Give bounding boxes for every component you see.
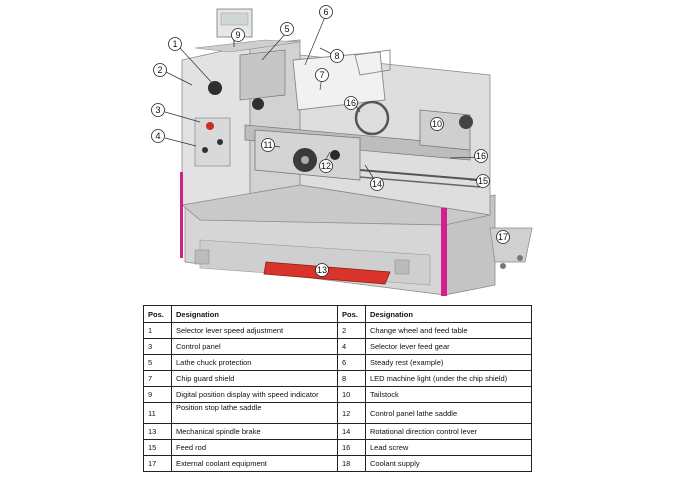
table-row: 5 Lathe chuck protection 6 Steady rest (… <box>143 354 532 371</box>
table-row: 7 Chip guard shield 8 LED machine light … <box>143 370 532 387</box>
svg-text:5: 5 <box>284 24 289 34</box>
designation-cell: Tailstock <box>365 386 532 403</box>
pos-cell: 13 <box>143 423 172 440</box>
table-row: 13 Mechanical spindle brake 14 Rotationa… <box>143 423 532 440</box>
designation-cell: Coolant supply <box>365 455 532 472</box>
designation-cell: Selector lever feed gear <box>365 338 532 355</box>
pos-cell: 15 <box>143 439 172 456</box>
callout-17: 17 <box>496 230 510 244</box>
callout-2: 2 <box>153 63 167 77</box>
callout-15: 15 <box>476 174 490 188</box>
designation-cell: Lead screw <box>365 439 532 456</box>
callout-4: 4 <box>151 129 165 143</box>
svg-text:11: 11 <box>263 140 272 150</box>
svg-text:17: 17 <box>498 232 508 242</box>
svg-text:6: 6 <box>323 7 328 17</box>
callout-8: 8 <box>330 49 344 63</box>
pos-cell: 16 <box>337 439 366 456</box>
svg-text:9: 9 <box>235 30 240 40</box>
pos-cell: 14 <box>337 423 366 440</box>
callout-1: 1 <box>168 37 182 51</box>
header-pos: Pos. <box>337 305 366 323</box>
callout-10: 10 <box>430 117 444 131</box>
designation-cell: Position stop lathe saddle <box>171 402 338 424</box>
designation-table: Pos. Designation Pos. Designation 1 Sele… <box>143 305 532 472</box>
pos-cell: 5 <box>143 354 172 371</box>
svg-text:1: 1 <box>172 39 177 49</box>
callout-markers: 1 2 3 4 5 6 7 8 9 10 11 12 13 14 15 16 1… <box>151 5 510 277</box>
table-row: 9 Digital position display with speed in… <box>143 386 532 403</box>
designation-cell: Steady rest (example) <box>365 354 532 371</box>
svg-text:16: 16 <box>476 151 486 161</box>
svg-text:14: 14 <box>372 179 382 189</box>
designation-cell: LED machine light (under the chip shield… <box>365 370 532 387</box>
designation-cell: Feed rod <box>171 439 338 456</box>
table-row: 17 External coolant equipment 18 Coolant… <box>143 455 532 472</box>
callout-7: 7 <box>315 68 329 82</box>
callout-14: 14 <box>370 177 384 191</box>
callout-11: 11 <box>261 138 275 152</box>
designation-cell: Selector lever speed adjustment <box>171 322 338 339</box>
callout-9: 9 <box>231 28 245 42</box>
svg-text:3: 3 <box>155 105 160 115</box>
lathe-illustration: 1 2 3 4 5 6 7 8 9 10 11 12 13 14 15 16 1… <box>151 5 533 296</box>
svg-text:8: 8 <box>334 51 339 61</box>
svg-text:12: 12 <box>321 161 331 171</box>
coolant-tray <box>489 227 533 269</box>
table-row: 15 Feed rod 16 Lead screw <box>143 439 532 456</box>
svg-text:10: 10 <box>432 119 442 129</box>
table-row: 11 Position stop lathe saddle 12 Control… <box>143 402 532 424</box>
svg-text:7: 7 <box>319 70 324 80</box>
callout-13: 13 <box>315 263 329 277</box>
callout-16a: 16 <box>474 149 488 163</box>
pos-cell: 6 <box>337 354 366 371</box>
lathe-body <box>180 8 491 296</box>
header-designation: Designation <box>171 305 338 323</box>
pos-cell: 1 <box>143 322 172 339</box>
pos-cell: 7 <box>143 370 172 387</box>
pos-cell: 18 <box>337 455 366 472</box>
svg-text:15: 15 <box>478 176 488 186</box>
callout-12: 12 <box>319 159 333 173</box>
callout-6: 6 <box>319 5 333 19</box>
table-row: 1 Selector lever speed adjustment 2 Chan… <box>143 322 532 339</box>
svg-text:4: 4 <box>155 131 160 141</box>
pos-cell: 9 <box>143 386 172 403</box>
header-designation: Designation <box>365 305 532 323</box>
pos-cell: 12 <box>337 402 366 424</box>
table-header-row: Pos. Designation Pos. Designation <box>143 305 532 323</box>
pos-cell: 8 <box>337 370 366 387</box>
pos-cell: 11 <box>143 402 172 424</box>
pos-cell: 3 <box>143 338 172 355</box>
pos-cell: 4 <box>337 338 366 355</box>
svg-text:2: 2 <box>157 65 162 75</box>
designation-cell: Digital position display with speed indi… <box>171 386 338 403</box>
pos-cell: 10 <box>337 386 366 403</box>
designation-cell: Lathe chuck protection <box>171 354 338 371</box>
designation-cell: Control panel lathe saddle <box>365 402 532 424</box>
svg-text:13: 13 <box>317 265 327 275</box>
designation-cell: Control panel <box>171 338 338 355</box>
callout-5: 5 <box>280 22 294 36</box>
designation-cell: Rotational direction control lever <box>365 423 532 440</box>
callout-3: 3 <box>151 103 165 117</box>
header-pos: Pos. <box>143 305 172 323</box>
callout-16b: 16 <box>344 96 358 110</box>
designation-cell: Chip guard shield <box>171 370 338 387</box>
table-row: 3 Control panel 4 Selector lever feed ge… <box>143 338 532 355</box>
designation-cell: External coolant equipment <box>171 455 338 472</box>
designation-cell: Mechanical spindle brake <box>171 423 338 440</box>
pos-cell: 17 <box>143 455 172 472</box>
pos-cell: 2 <box>337 322 366 339</box>
designation-cell: Change wheel and feed table <box>365 322 532 339</box>
svg-text:16: 16 <box>346 98 356 108</box>
